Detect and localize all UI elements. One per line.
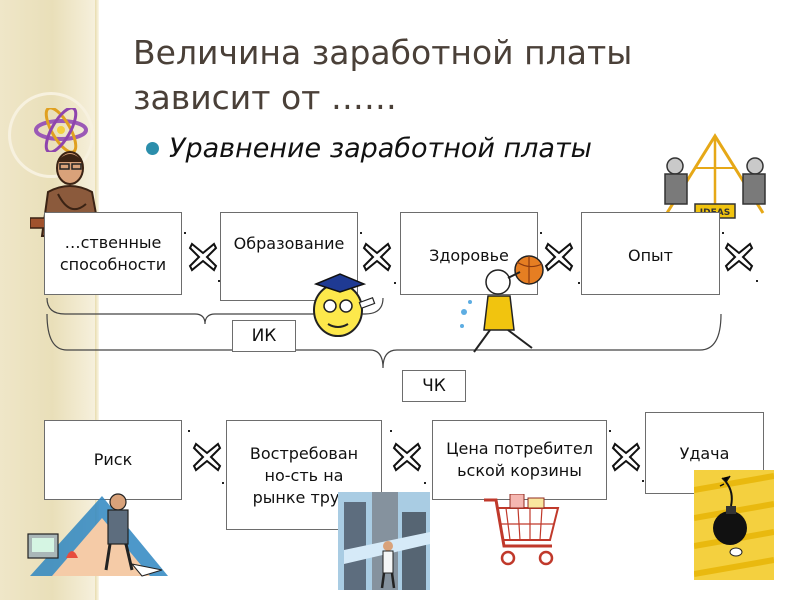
businessman-computer-icon	[27, 493, 168, 577]
factor-label: Востребован но-сть на рынке тру…	[249, 444, 359, 507]
factor-consumer-basket-box: Цена потребительской корзины	[432, 420, 607, 500]
factor-abilities-box: …ственные способности	[44, 212, 182, 295]
multiply-x-icon	[724, 242, 754, 272]
title-line-1: Величина заработной платы	[133, 33, 633, 72]
band-edge	[95, 0, 99, 600]
bomb-icon	[694, 470, 774, 580]
dot-mark	[540, 232, 542, 234]
multiply-x-icon	[392, 442, 422, 472]
chk-brace	[46, 313, 722, 369]
factor-health-box: Здоровье	[400, 212, 538, 295]
dot-mark	[222, 482, 224, 484]
chk-label-box: ЧК	[402, 370, 466, 402]
dot-mark	[756, 280, 758, 282]
dot-mark	[609, 430, 611, 432]
factor-label: Опыт	[627, 246, 673, 265]
graduate-icon	[313, 273, 376, 337]
ik-brace	[46, 297, 384, 325]
decor-circle	[8, 92, 94, 178]
title-line-2: зависит от ……	[133, 78, 397, 117]
dot-mark	[642, 480, 644, 482]
dot-mark	[188, 430, 190, 432]
multiply-x-icon	[362, 242, 392, 272]
dot-mark	[390, 430, 392, 432]
ik-label: ИК	[251, 326, 277, 346]
atom-icon	[34, 108, 88, 152]
multiply-x-icon	[611, 442, 641, 472]
dot-mark	[578, 282, 580, 284]
factor-label: Цена потребительской корзины	[446, 439, 593, 480]
chk-label: ЧК	[422, 376, 446, 396]
dot-mark	[424, 482, 426, 484]
page-title: Величина заработной платы зависит от ……	[133, 30, 753, 120]
factor-label: Образование	[233, 234, 345, 253]
ik-label-box: ИК	[232, 320, 296, 352]
dot-mark	[184, 232, 186, 234]
city-scene-icon	[338, 492, 430, 590]
factor-label: Удача	[679, 444, 730, 463]
dot-mark	[360, 232, 362, 234]
factor-risk-box: Риск	[44, 420, 182, 500]
ideas-people-icon: IDEAS	[664, 133, 766, 219]
factor-experience-box: Опыт	[581, 212, 720, 295]
basketball-player-icon	[460, 255, 544, 353]
multiply-x-icon	[544, 242, 574, 272]
dot-mark	[394, 282, 396, 284]
shopping-cart-icon	[484, 494, 560, 566]
multiply-x-icon	[192, 442, 222, 472]
bullet-dot-icon	[146, 142, 159, 155]
dot-mark	[218, 280, 220, 282]
bullet-text: Уравнение заработной платы	[169, 133, 592, 164]
factor-label: …ственные способности	[59, 232, 167, 274]
dot-mark	[722, 232, 724, 234]
multiply-x-icon	[188, 242, 218, 272]
factor-label: Риск	[93, 450, 133, 469]
factor-label: Здоровье	[429, 246, 509, 265]
